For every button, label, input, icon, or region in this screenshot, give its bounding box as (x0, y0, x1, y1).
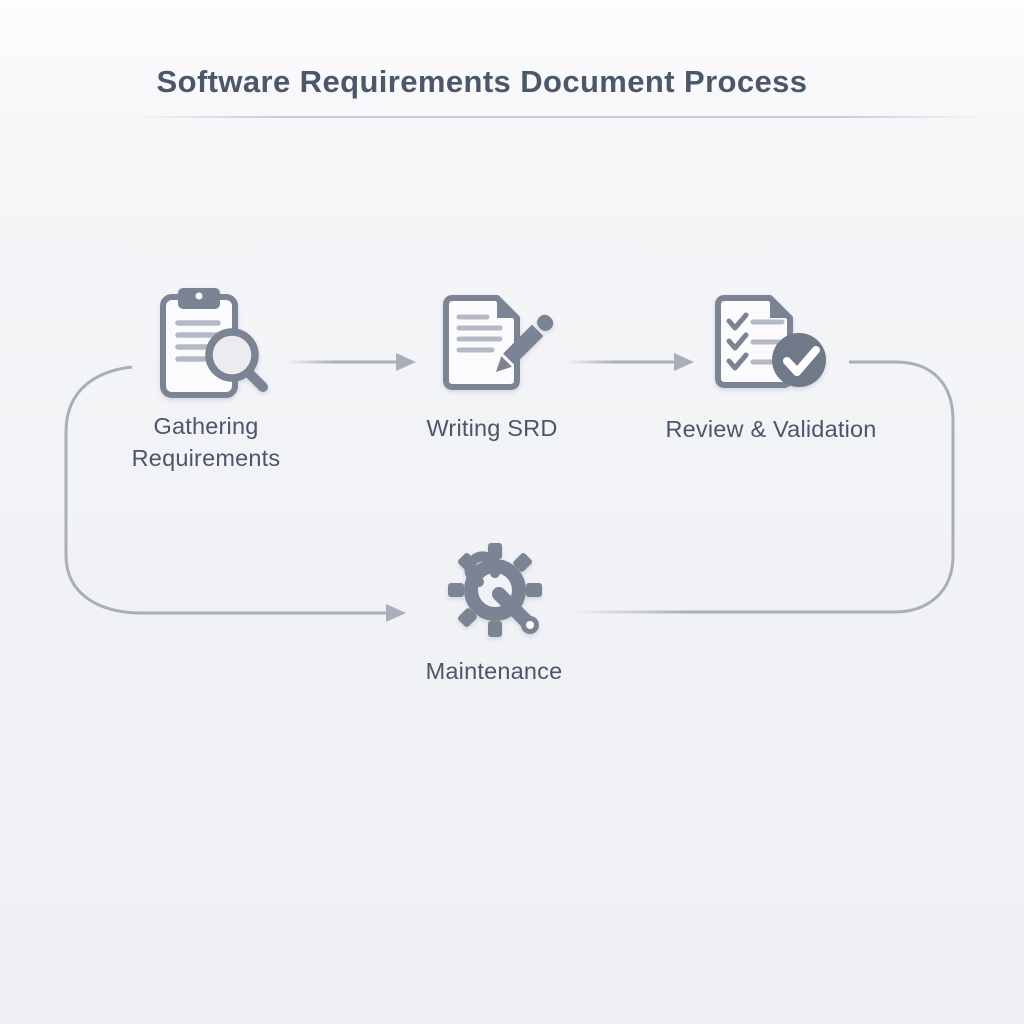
arrowhead (674, 353, 694, 371)
gear-wrench-icon (448, 543, 542, 637)
page-title: Software Requirements Document Process (156, 64, 808, 99)
stage-label-gathering-requirements: Gathering Requirements (131, 413, 281, 471)
stage-label-maintenance: Maintenance (425, 658, 563, 684)
checklist-check-icon (715, 295, 826, 388)
elbow-gathering-to-maintenance (64, 365, 406, 622)
stage-label-writing-srd: Writing SRD (426, 415, 558, 441)
stage-gathering-requirements (150, 280, 274, 404)
stage-review-validation (708, 288, 832, 404)
elbow-review-to-maintenance (575, 360, 955, 614)
arrowhead (396, 353, 416, 371)
clipboard-magnifier-icon (160, 288, 268, 398)
document-pencil-icon (443, 295, 554, 390)
arrowhead (386, 604, 406, 622)
title-divider (130, 116, 986, 118)
arrow-gathering-to-writing (287, 353, 416, 371)
stage-maintenance (443, 543, 555, 649)
arrow-writing-to-review (567, 353, 694, 371)
stage-writing-srd (438, 288, 562, 400)
stage-label-review-validation: Review & Validation (665, 416, 877, 442)
